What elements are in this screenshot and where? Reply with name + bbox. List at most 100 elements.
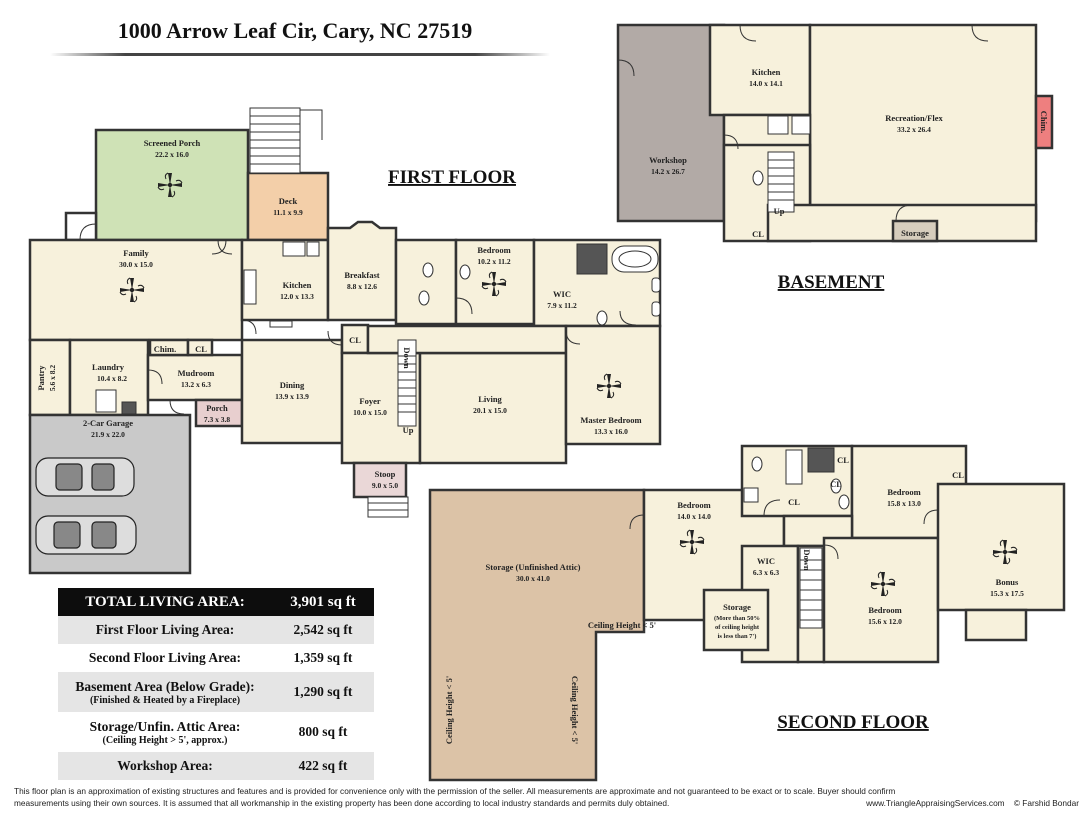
room-label: Deck [279,196,298,206]
room-dimension: 6.3 x 6.3 [753,568,780,577]
second-floor-stair [799,547,823,629]
room-label: CL [837,455,849,465]
room-label: Porch [206,403,228,413]
room-note: (More than 50% [714,615,760,622]
breakfast-room [326,220,398,322]
bonus-nook [964,608,1028,642]
room-label: Master Bedroom [580,415,641,425]
room-label: Pantry [36,365,46,391]
room-label: Foyer [359,396,380,406]
room-dimension: 7.3 x 3.8 [204,415,231,424]
room-label: CL [195,344,207,354]
area-sublabel: (Finished & Heated by a Fireplace) [89,694,241,706]
room-dimension: 10.4 x 8.2 [97,374,127,383]
room-label: Storage (Unfinished Attic) [486,562,581,572]
room-label: Bonus [996,577,1019,587]
room-dimension: 15.6 x 12.0 [868,617,902,626]
room-dimension: 13.3 x 16.0 [594,427,628,436]
room-label: Screened Porch [144,138,201,148]
bedroom1-room [454,238,536,326]
room-dimension: 14.0 x 14.1 [749,79,783,88]
storage2-room [702,588,770,652]
area-value: 2,542 sq ft [272,616,374,644]
area-label: Second Floor Living Area: [88,650,242,665]
room-dimension: 14.2 x 26.7 [651,167,685,176]
area-value: 800 sq ft [298,724,348,739]
room-label: CL [752,229,764,239]
garage-cars [35,457,137,555]
area-value: 3,901 sq ft [272,588,374,616]
room-dimension: 22.2 x 16.0 [155,150,189,159]
room-label: Living [478,394,502,404]
room-label: Bedroom [477,245,510,255]
area-label-group: Basement Area (Below Grade): (Finished &… [58,672,272,712]
address-title: 1000 Arrow Leaf Cir, Cary, NC 27519 [117,18,473,43]
disclaimer: This floor plan is an approximation of e… [14,785,1079,809]
room-note: of ceiling height [715,624,760,631]
basement-stair [767,151,795,213]
room-dimension: 13.2 x 6.3 [181,380,211,389]
room-label: Recreation/Flex [885,113,943,123]
area-value: 1,290 sq ft [272,672,374,712]
disclaimer-line-1: This floor plan is an approximation of e… [14,786,896,796]
disclaimer-line-2: measurements using their own sources. It… [14,798,670,808]
room-dimension: 14.0 x 14.0 [677,512,711,521]
room-label: Kitchen [752,67,781,77]
copyright-notice: © Farshid Bondar [1013,798,1079,808]
room-label: Down [402,347,412,369]
room-label: Bedroom [677,500,710,510]
bedroom4-room [822,536,940,664]
area-sublabel: (Ceiling Height > 5', approx.) [102,734,228,746]
room-label: Family [123,248,149,258]
dining-room [240,338,344,445]
area-row-basement: Basement Area (Below Grade): (Finished &… [58,672,374,712]
room-label: WIC [757,556,775,566]
room-label: Storage [723,602,751,612]
room-dimension: 13.9 x 13.9 [275,392,309,401]
room-dimension: 21.9 x 22.0 [91,430,125,439]
area-row-storage: Storage/Unfin. Attic Area: (Ceiling Heig… [58,712,374,752]
area-value: 1,359 sq ft [293,650,353,665]
first-floor-heading: FIRST FLOOR [388,167,516,188]
workshop-room [616,23,726,223]
area-label: Workshop Area: [58,752,272,780]
room-dimension: 9.0 x 5.0 [372,481,399,490]
area-value: 422 sq ft [272,752,374,780]
room-label: 2-Car Garage [83,418,133,428]
room-label: Workshop [649,155,687,165]
room-label: Stoop [375,469,396,479]
area-label: TOTAL LIVING AREA: [58,588,272,616]
bonus-room [936,482,1066,612]
room-label: Bedroom [887,487,920,497]
stoop-steps [367,496,409,518]
room-label: Chim. [1039,111,1049,133]
area-row-total: TOTAL LIVING AREA: 3,901 sq ft [58,588,374,616]
room-dimension: 20.1 x 15.0 [473,406,507,415]
area-label: Storage/Unfin. Attic Area: [89,718,241,734]
room-label: Up [774,206,785,216]
deck-room [246,171,330,242]
basement-chimney [1034,94,1054,150]
room-dimension: 30.0 x 41.0 [516,574,550,583]
room-dimension: 15.3 x 17.5 [990,589,1024,598]
room-label: Breakfast [344,270,379,280]
room-label: Up [403,425,414,435]
area-row-workshop: Workshop Area: 422 sq ft [58,752,374,780]
room-label: Storage [901,228,929,238]
basement-storage [891,219,939,243]
room-label: Ceiling Height < 5' [570,676,580,744]
room-label: Bedroom [868,605,901,615]
attic-room [428,488,646,782]
room-note: is less than 7') [718,633,757,640]
website-link[interactable]: www.TriangleAppraisingServices.com [866,798,1005,808]
room-dimension: 12.0 x 13.3 [280,292,314,301]
basement-kitchen-room [708,23,812,117]
closet-a [186,338,214,357]
area-label-group: Storage/Unfin. Attic Area: (Ceiling Heig… [58,712,272,752]
area-row-second: Second Floor Living Area: 1,359 sq ft [58,644,374,672]
room-label: Dining [280,380,305,390]
room-label: Kitchen [283,280,312,290]
room-label: Down [802,549,812,571]
area-label: Basement Area (Below Grade): [75,678,255,694]
room-dimension: 8.8 x 12.6 [347,282,377,291]
